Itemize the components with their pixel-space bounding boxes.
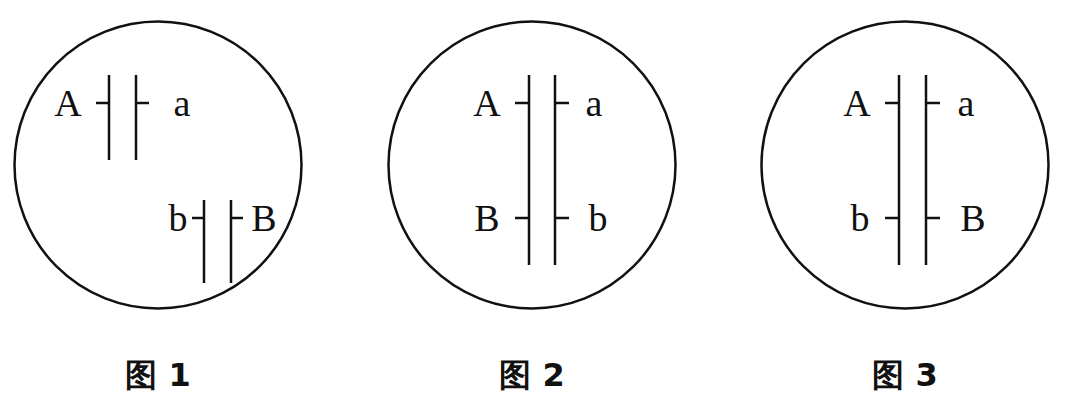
chromosome-line: [108, 75, 111, 160]
chromosome-line: [203, 200, 206, 283]
gene-tick: [231, 217, 243, 220]
gene-label: a: [958, 84, 975, 122]
gene-tick: [555, 217, 569, 220]
figure-caption: 图 3: [872, 359, 937, 391]
gene-tick: [515, 102, 529, 105]
chromosome-line: [230, 200, 233, 283]
gene-label: B: [251, 199, 276, 237]
cell-circle: AaBb图 2: [387, 20, 677, 310]
cell-circle: AabB图 1: [13, 20, 303, 310]
gene-tick: [926, 102, 940, 105]
gene-tick: [515, 217, 529, 220]
gene-label: A: [54, 84, 81, 122]
cell-circle: AabB图 3: [760, 20, 1050, 310]
chromosomes: [96, 75, 940, 283]
gene-label: a: [174, 84, 191, 122]
cell-outline: [13, 20, 303, 310]
gene-tick: [192, 217, 204, 220]
gene-tick: [96, 102, 109, 105]
gene-label: a: [586, 84, 603, 122]
gene-tick: [136, 102, 149, 105]
gene-label: b: [169, 199, 188, 237]
gene-tick: [885, 217, 899, 220]
gene-label: b: [851, 199, 870, 237]
gene-tick: [926, 217, 940, 220]
gene-label: A: [843, 84, 870, 122]
gene-label: B: [960, 199, 985, 237]
gene-label: A: [473, 84, 500, 122]
cell-membrane: [15, 22, 302, 309]
figure-caption: 图 1: [125, 359, 190, 391]
cell-membrane: [762, 22, 1049, 309]
cell-outline: [387, 20, 677, 310]
cell-outline: [760, 20, 1050, 310]
chromosome-line: [135, 75, 138, 160]
gene-label: b: [589, 199, 608, 237]
gene-label: B: [474, 199, 499, 237]
gene-tick: [885, 102, 899, 105]
gene-tick: [555, 102, 569, 105]
cell-membrane: [389, 22, 676, 309]
figure-caption: 图 2: [499, 359, 564, 391]
